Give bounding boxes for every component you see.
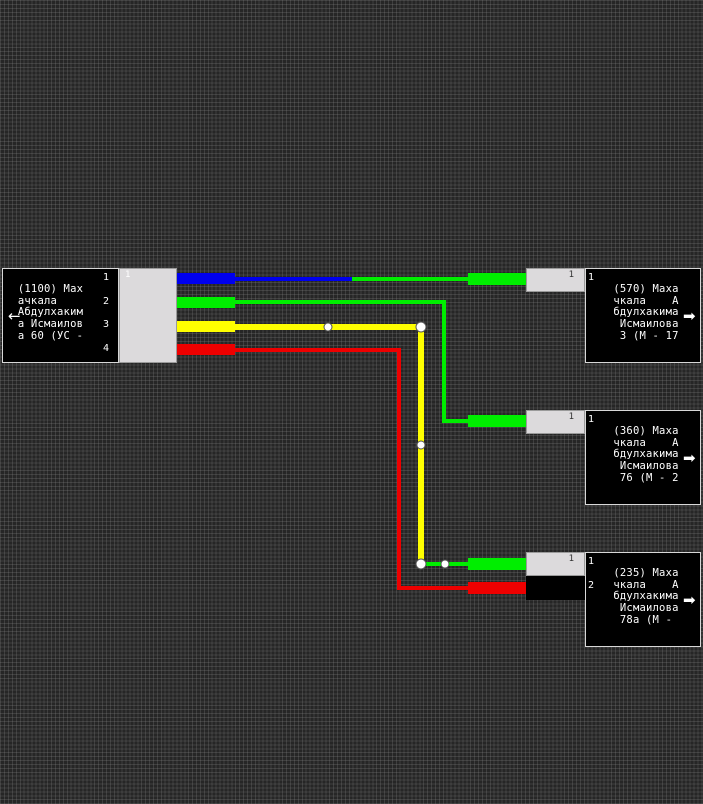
arrow-right-icon[interactable]: ➡ [683,449,696,467]
node-title: (570) Маха чкала А бдулхакима Исмаилова … [613,283,679,342]
fiber-stub-red-dest-235[interactable] [468,582,526,594]
node-dest-235[interactable]: 1 2 (235) Маха чкала А бдулхакима Исмаил… [585,552,701,647]
fiber-stub-green-dest-360[interactable] [468,415,526,427]
node-dest-360[interactable]: 1 (360) Маха чкала А бдулхакима Исмаилов… [585,410,701,505]
junction-point[interactable] [416,440,426,450]
fiber-stub-green-dest-570[interactable] [468,273,526,285]
node-title: (360) Маха чкала А бдулхакима Исмаилова … [613,425,679,484]
fiber-stub-green-source[interactable] [177,297,235,308]
node-dest-570[interactable]: 1 (570) Маха чкала А бдулхакима Исмаилов… [585,268,701,363]
dest-235-empty-slot [526,576,585,600]
port-number: 1 [588,556,595,567]
fiber-stub-yellow-source[interactable] [177,321,235,332]
dest-235-connector-panel[interactable]: 1 [526,552,585,576]
arrow-left-icon[interactable]: ← [8,307,21,325]
dest-360-connector-panel[interactable]: 1 [526,410,585,434]
port-number: 2 [588,580,595,591]
port-number: 4 [103,343,110,354]
arrow-right-icon[interactable]: ➡ [683,307,696,325]
junction-point[interactable] [415,558,427,570]
panel-number: 1 [568,554,574,564]
junction-point[interactable] [440,559,450,569]
port-number: 3 [103,319,110,330]
source-connector-panel[interactable]: 1 [119,268,177,363]
port-number: 1 [588,272,595,283]
node-source-1100[interactable]: ← (1100) Мах ачкала Абдулхаким а Исмаило… [2,268,119,363]
dest-570-connector-panel[interactable]: 1 [526,268,585,292]
junction-point[interactable] [415,321,427,333]
fiber-line-yellow-trunk[interactable] [235,324,424,564]
fiber-stub-blue-source[interactable] [177,273,235,284]
fiber-line-green-to-360[interactable] [235,300,468,423]
fiber-stub-green-dest-235[interactable] [468,558,526,570]
port-number: 1 [588,414,595,425]
fiber-line-red-to-235[interactable] [235,348,468,590]
fiber-stub-red-source[interactable] [177,344,235,355]
node-title: (1100) Мах ачкала Абдулхаким а Исмаилов … [17,283,84,342]
panel-number: 1 [568,412,574,422]
panel-number: 1 [125,270,131,280]
arrow-right-icon[interactable]: ➡ [683,591,696,609]
port-number: 2 [103,296,110,307]
port-number: 1 [103,272,110,283]
node-title: (235) Маха чкала А бдулхакима Исмаилова … [613,567,679,626]
junction-point[interactable] [323,322,333,332]
panel-number: 1 [568,270,574,280]
